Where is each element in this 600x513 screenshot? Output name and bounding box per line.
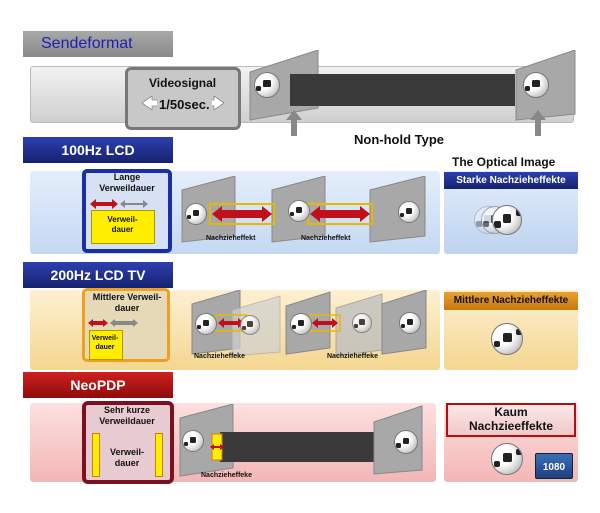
lcd100-header: 100Hz LCD [23, 137, 173, 163]
lcd100-hold-yellow [91, 210, 155, 244]
lcd100-hold-title: Lange Verweildauer [99, 172, 155, 193]
ball-icon [240, 315, 260, 335]
lcd100-trail-right: Nachzieheffekt [301, 235, 351, 242]
lcd100-hold-inner: Verweil- dauer [107, 215, 138, 234]
ball-icon [491, 443, 523, 475]
ball-icon [492, 205, 522, 235]
signal-label: Videosignal [149, 76, 217, 90]
ball-icon [398, 201, 420, 223]
ball-icon [394, 430, 418, 454]
ball-icon [195, 313, 217, 335]
fullhd-badge-text: 1080 [542, 462, 566, 473]
ball-icon [491, 323, 523, 355]
pdp-hold-title: Sehr kurze Verweildauer [99, 405, 155, 426]
pdp-pulse-left [92, 433, 100, 477]
ball-icon [352, 313, 372, 333]
fullhd-badge: 1080 [535, 453, 573, 479]
pdp-result: Kaum Nachzieeffekte [468, 405, 554, 433]
ball-icon [182, 430, 204, 452]
hold-arrows [88, 319, 138, 327]
lcd200-hold-title: Mittlere Verweil- dauer [92, 292, 162, 313]
pdp-hold-inner: Verweil- dauer [109, 447, 145, 468]
up-arrow-icon [530, 110, 546, 136]
lcd100-result: Starke Nachzieheffekte [444, 172, 578, 189]
ball-icon [399, 312, 421, 334]
pdp-pulse-right [155, 433, 163, 477]
lcd100-frames [181, 176, 426, 243]
signal-time: 1/50sec. [157, 97, 212, 112]
up-arrow-icon [286, 110, 302, 136]
lcd200-hold-inner: Verweil- dauer [91, 335, 119, 351]
top-frames [249, 50, 576, 121]
ball-icon [290, 313, 312, 335]
lcd200-result: Mittlere Nachzieheffekte [444, 292, 578, 310]
pdp-trail-left: Nachzieheffeke [201, 472, 252, 479]
ball-icon [523, 72, 549, 98]
pdp-result-box [446, 403, 576, 437]
ball-icon [185, 203, 207, 225]
lcd200-trail-right: Nachzieheffeke [327, 353, 378, 360]
ball-icon [254, 72, 280, 98]
lcd100-trail-left: Nachzieheffekt [206, 235, 256, 242]
pdp-header: NeoPDP [23, 372, 173, 398]
lcd200-hold-yellow [89, 330, 123, 360]
lcd200-trail-left: Nachzieheffeke [194, 353, 245, 360]
optical-title: The Optical Image [452, 155, 556, 169]
page-title: Sendeformat [41, 35, 133, 52]
hold-arrows [90, 199, 148, 209]
title-bar [23, 31, 173, 57]
pdp-frames [179, 404, 423, 477]
ball-icon [288, 200, 310, 222]
lcd200-header: 200Hz LCD TV [23, 262, 173, 288]
type-label: Non-hold Type [354, 132, 445, 147]
